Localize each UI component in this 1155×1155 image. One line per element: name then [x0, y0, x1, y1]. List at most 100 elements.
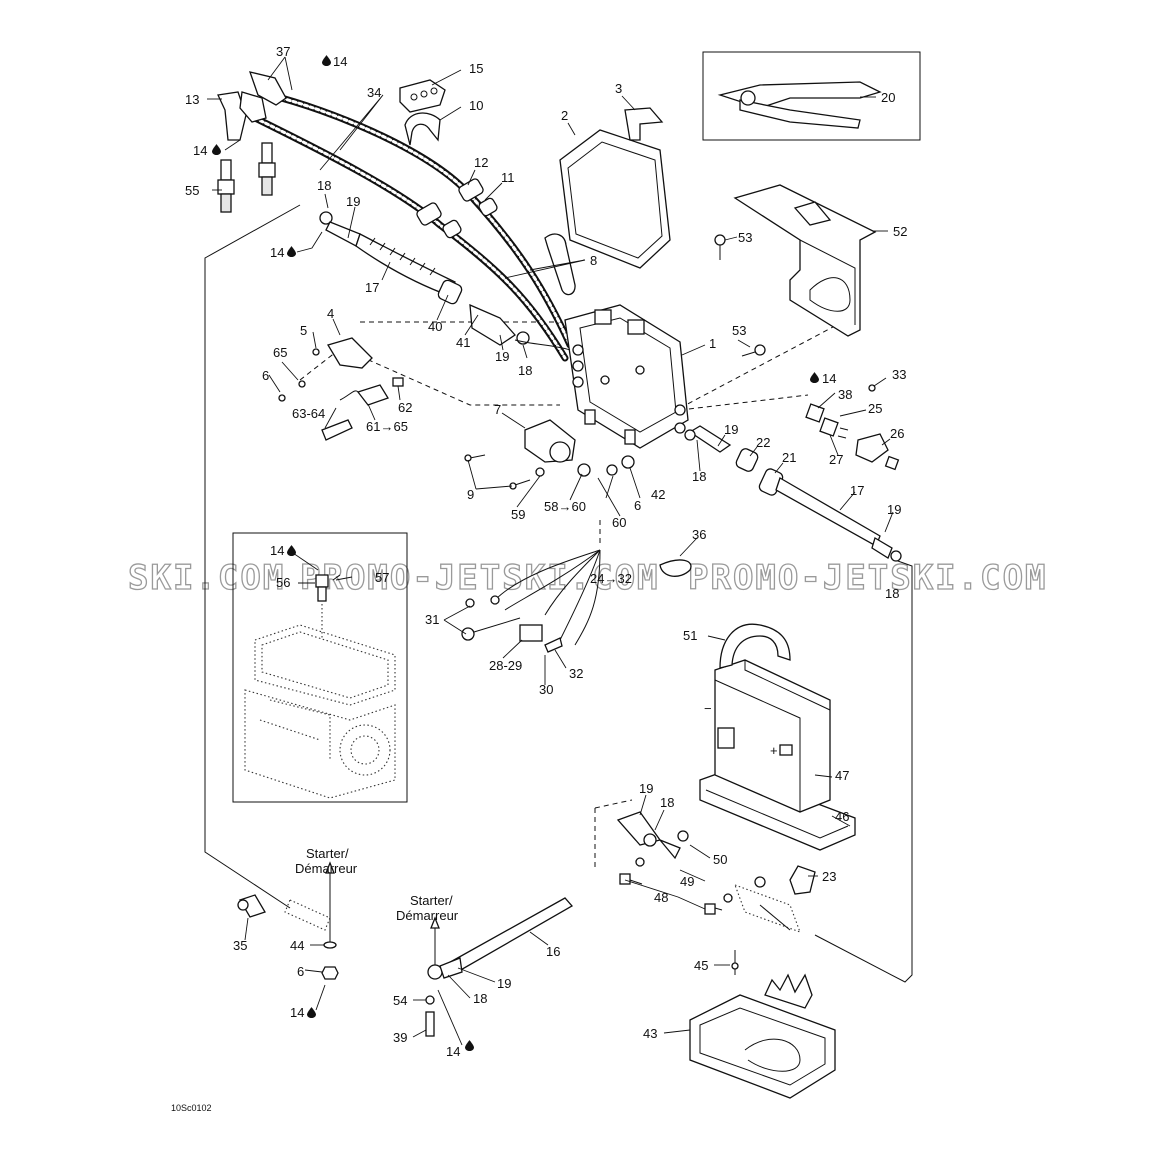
- starter-label-line2: Démarreur: [396, 908, 459, 923]
- plus-terminal-mark: +: [770, 743, 778, 758]
- callout: 14: [446, 1044, 460, 1059]
- callout: 30: [539, 682, 553, 697]
- callout: 49: [680, 874, 694, 889]
- battery-cable-right: [684, 425, 902, 562]
- watermark-left: SKI.COM: [128, 558, 285, 598]
- callout: 19: [497, 976, 511, 991]
- lubricant-drop-icon: [307, 1007, 316, 1018]
- routing-lines: [204, 204, 913, 983]
- callout: 56: [276, 575, 290, 590]
- callout: 32: [569, 666, 583, 681]
- crimp-tool: [702, 51, 921, 141]
- callout: 44: [290, 938, 304, 953]
- callout: 14: [193, 143, 207, 158]
- callout: 27: [829, 452, 843, 467]
- callout: 26: [890, 426, 904, 441]
- electrical-box: [564, 304, 689, 449]
- callout: 12: [474, 155, 488, 170]
- callout: 16: [546, 944, 560, 959]
- minus-terminal-mark: −: [704, 701, 712, 716]
- callout: 39: [393, 1030, 407, 1045]
- callout: 35: [233, 938, 247, 953]
- callout: 48: [654, 890, 668, 905]
- starter-label-line2: Démarreur: [295, 861, 358, 876]
- callout: 59: [511, 507, 525, 522]
- callout: 25: [868, 401, 882, 416]
- starter-label-right: Starter/ Démarreur: [396, 893, 459, 923]
- lubricant-drop-icon: [810, 372, 819, 383]
- starter-solenoid: [464, 419, 635, 490]
- callout: 51: [683, 628, 697, 643]
- callout: 58→60: [544, 499, 586, 514]
- callout: 18: [317, 178, 331, 193]
- leader-lines: [207, 56, 894, 1046]
- callout: 36: [692, 527, 706, 542]
- callout: 55: [185, 183, 199, 198]
- box-cover: [559, 107, 671, 269]
- callout: 18: [518, 363, 532, 378]
- engine-inset: [232, 532, 408, 803]
- ignition-cables: [251, 91, 574, 362]
- callout: 19: [887, 502, 901, 517]
- watermark: SKI.COM PROMO-JETSKI.COM PROMO-JETSKI.CO…: [127, 557, 1048, 598]
- callout: 23: [822, 869, 836, 884]
- spark-plugs: [217, 142, 276, 213]
- callout: 1: [709, 336, 716, 351]
- cable-holders: [399, 79, 446, 146]
- callout: 52: [893, 224, 907, 239]
- callout: 20: [881, 90, 895, 105]
- battery-support: [689, 973, 836, 1099]
- callout: 18: [660, 795, 674, 810]
- callout: 14: [290, 1005, 304, 1020]
- callout: 14: [270, 543, 284, 558]
- ground-terminal: [237, 861, 339, 980]
- callout: 18: [473, 991, 487, 1006]
- wiring-harness: [461, 549, 692, 653]
- callout: 7: [494, 402, 501, 417]
- callout: 6: [262, 368, 269, 383]
- callout: 34: [367, 85, 381, 100]
- callout: 14: [822, 371, 836, 386]
- callout: 19: [639, 781, 653, 796]
- callout: 43: [643, 1026, 657, 1041]
- callout: 11: [501, 170, 515, 185]
- callout: 5: [300, 323, 307, 338]
- lubricant-drop-icon: [287, 545, 296, 556]
- mounting-bracket: [733, 184, 877, 337]
- callout: 28-29: [489, 658, 522, 673]
- callout: 37: [276, 44, 290, 59]
- callout: 10: [469, 98, 483, 113]
- callout: 15: [469, 61, 483, 76]
- callout: 40: [428, 319, 442, 334]
- callouts: 37 14 13 34 15 10 3 20 2 14 12 11 55 18 …: [185, 44, 907, 1059]
- screws-53: [714, 234, 766, 357]
- callout: 63-64: [292, 406, 325, 421]
- callout: 14: [333, 54, 347, 69]
- battery-terminal-hardware: [616, 811, 816, 933]
- callout: 50: [713, 852, 727, 867]
- callout: 54: [393, 993, 407, 1008]
- callout: 60: [612, 515, 626, 530]
- battery-cable-left: [319, 211, 571, 351]
- callout: 46: [835, 809, 849, 824]
- callout: 6: [634, 498, 641, 513]
- callout: 42: [651, 487, 665, 502]
- callout: 33: [892, 367, 906, 382]
- callout: 61→65: [366, 419, 408, 434]
- callout: 24→32: [590, 571, 632, 586]
- watermark-right: PROMO-JETSKI.COM: [688, 558, 1048, 598]
- callout: 14: [270, 245, 284, 260]
- callout: 21: [782, 450, 796, 465]
- starter-label-left: Starter/ Démarreur: [295, 846, 358, 876]
- lubricant-drop-icon: [287, 246, 296, 257]
- callout: 18: [692, 469, 706, 484]
- pin-45: [731, 950, 739, 975]
- callout: 9: [467, 487, 474, 502]
- callout: 19: [495, 349, 509, 364]
- callout: 38: [838, 387, 852, 402]
- callout: 22: [756, 435, 770, 450]
- battery-assembly: − +: [699, 623, 856, 851]
- callout: 2: [561, 108, 568, 123]
- callout: 53: [738, 230, 752, 245]
